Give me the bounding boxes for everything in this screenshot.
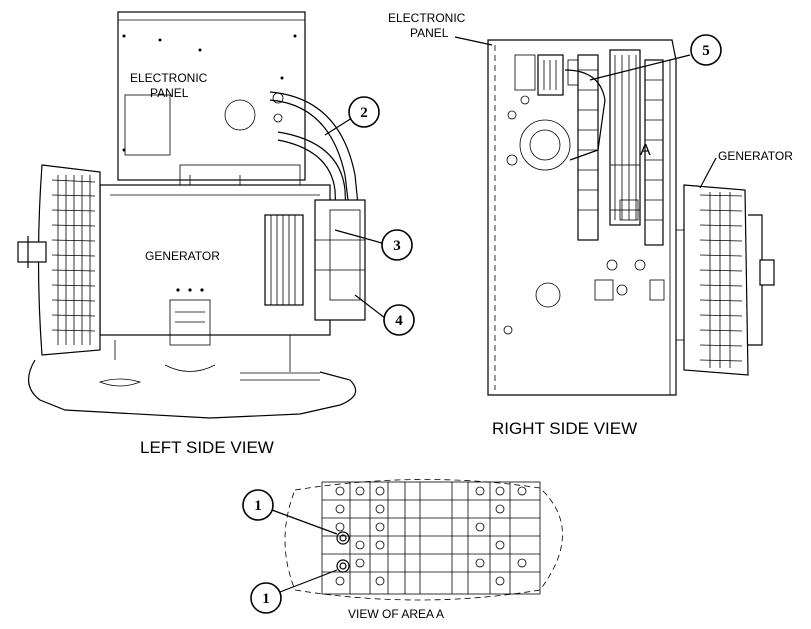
callout-1-bottom: 1 xyxy=(250,582,282,614)
right-electronic-panel-label-1: ELECTRONIC xyxy=(388,11,466,25)
callout-5: 5 xyxy=(690,34,722,66)
right-wire xyxy=(564,69,606,161)
right-shaft xyxy=(759,259,775,286)
callout-1-top-number: 1 xyxy=(254,498,262,514)
left-generator-label: GENERATOR xyxy=(145,249,220,263)
callout-3: 3 xyxy=(381,229,413,261)
right-relay xyxy=(537,54,564,96)
callout-5-leader xyxy=(589,54,691,81)
callout-1-top: 1 xyxy=(242,489,274,521)
callout-1-bottom-number: 1 xyxy=(262,591,270,607)
right-generator-label-leader xyxy=(699,157,717,189)
left-fan-housing xyxy=(37,164,101,356)
area-a-view: VIEW OF AREA A xyxy=(271,479,563,621)
right-side-view: A ELECTRONIC PANEL GENERATOR RIGHT SIDE … xyxy=(388,11,793,438)
callout-3-leader xyxy=(334,229,383,244)
right-generator-label: GENERATOR xyxy=(718,149,793,163)
callout-4-leader xyxy=(354,294,386,319)
left-electronic-panel-label-2: PANEL xyxy=(150,86,189,100)
left-view-caption: LEFT SIDE VIEW xyxy=(140,438,274,457)
callout-1-bottom-leader xyxy=(279,569,338,593)
left-side-view: ELECTRONIC PANEL GENERATOR LEFT SIDE VIE… xyxy=(17,11,386,457)
area-a-outline xyxy=(284,479,563,601)
right-panel-label-leader xyxy=(454,36,493,46)
left-base-outline xyxy=(28,359,357,419)
right-terminal-strip-2 xyxy=(609,49,641,226)
area-a-caption: VIEW OF AREA A xyxy=(348,607,444,621)
left-base-mount xyxy=(164,364,216,372)
right-terminal-strip-1 xyxy=(577,54,599,241)
left-shaft xyxy=(17,241,47,263)
left-terminal-block xyxy=(314,199,366,321)
area-a-terminal-highlight-1 xyxy=(336,531,350,545)
left-electronic-panel-label-1: ELECTRONIC xyxy=(130,71,208,85)
callout-3-number: 3 xyxy=(393,238,401,254)
right-panel-port xyxy=(519,119,571,171)
area-a-terminals xyxy=(321,481,541,595)
callout-1-top-leader xyxy=(271,509,338,535)
callout-4: 4 xyxy=(383,304,415,336)
callout-5-number: 5 xyxy=(702,43,710,59)
callout-2: 2 xyxy=(348,96,380,128)
right-terminal-strip-3 xyxy=(644,59,664,246)
area-a-terminal-highlight-2 xyxy=(336,559,350,573)
left-conduit-upper xyxy=(269,99,349,201)
left-fan-grille xyxy=(51,175,96,345)
right-generator-housing xyxy=(683,184,749,376)
callout-2-number: 2 xyxy=(360,105,368,121)
callout-4-number: 4 xyxy=(395,313,403,329)
left-panel-port xyxy=(224,99,256,131)
callout-2-leader xyxy=(324,117,353,136)
area-a-marker: A xyxy=(640,142,651,159)
right-terminal-ticks xyxy=(578,55,663,221)
right-generator-grille xyxy=(699,192,743,368)
left-base-foot xyxy=(98,378,142,387)
right-electronic-panel-label-2: PANEL xyxy=(410,26,449,40)
right-view-caption: RIGHT SIDE VIEW xyxy=(492,419,637,438)
